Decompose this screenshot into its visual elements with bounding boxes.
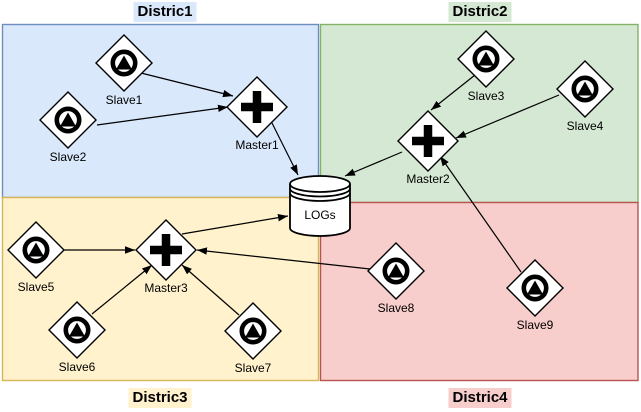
node-label: Slave4 bbox=[567, 119, 604, 133]
district4-label: Distric4 bbox=[448, 388, 512, 408]
node-label: Master2 bbox=[406, 172, 450, 186]
plus-icon bbox=[412, 125, 444, 157]
triangle-in-circle-icon bbox=[54, 106, 82, 134]
triangle-in-circle-icon bbox=[110, 49, 138, 77]
edge-master3-logs bbox=[181, 214, 289, 235]
node-label: Master3 bbox=[144, 281, 188, 295]
district3-label: Distric3 bbox=[128, 388, 192, 408]
edge-slave7-master3 bbox=[181, 264, 240, 316]
district1-label: Distric1 bbox=[133, 2, 197, 22]
district4-region bbox=[319, 201, 639, 382]
node-label: Slave1 bbox=[106, 93, 143, 107]
node-slave3[interactable]: Slave3 bbox=[457, 30, 515, 103]
node-master1[interactable]: Master1 bbox=[226, 76, 288, 152]
district2-label: Distric2 bbox=[448, 2, 512, 22]
node-slave8[interactable]: Slave8 bbox=[367, 242, 425, 315]
edge-slave1-master1 bbox=[140, 72, 234, 98]
edge-slave8-master3 bbox=[196, 247, 371, 270]
database-icon bbox=[289, 175, 351, 237]
plus-icon bbox=[241, 91, 273, 123]
edge-master1-logs bbox=[270, 120, 299, 176]
triangle-in-circle-icon bbox=[22, 236, 50, 264]
edge-slave9-master2 bbox=[439, 155, 522, 273]
edge-slave6-master3 bbox=[91, 264, 153, 315]
node-slave6[interactable]: Slave6 bbox=[48, 301, 106, 374]
node-label: Master1 bbox=[235, 138, 279, 152]
node-master2[interactable]: Master2 bbox=[397, 110, 459, 186]
node-slave7[interactable]: Slave7 bbox=[224, 302, 282, 375]
node-slave5[interactable]: Slave5 bbox=[7, 221, 65, 294]
node-label: Slave5 bbox=[18, 280, 55, 294]
edge-master2-logs bbox=[344, 151, 403, 177]
datastore-logs[interactable]: LOGs bbox=[289, 175, 351, 237]
triangle-in-circle-icon bbox=[63, 316, 91, 344]
node-label: Slave8 bbox=[378, 301, 415, 315]
datastore-label: LOGs bbox=[304, 208, 335, 222]
node-label: Slave6 bbox=[59, 360, 96, 374]
edge-slave4-master2 bbox=[455, 94, 560, 139]
triangle-in-circle-icon bbox=[571, 75, 599, 103]
node-slave2[interactable]: Slave2 bbox=[39, 91, 97, 164]
edge-slave2-master1 bbox=[96, 104, 229, 126]
node-label: Slave7 bbox=[235, 361, 272, 375]
node-label: Slave2 bbox=[50, 150, 87, 164]
node-label: Slave9 bbox=[517, 318, 554, 332]
triangle-in-circle-icon bbox=[239, 317, 267, 345]
triangle-in-circle-icon bbox=[382, 257, 410, 285]
triangle-in-circle-icon bbox=[472, 45, 500, 73]
node-slave4[interactable]: Slave4 bbox=[556, 60, 614, 133]
node-slave9[interactable]: Slave9 bbox=[506, 259, 564, 332]
triangle-in-circle-icon bbox=[521, 274, 549, 302]
node-label: Slave3 bbox=[468, 89, 505, 103]
node-slave1[interactable]: Slave1 bbox=[95, 34, 153, 107]
node-master3[interactable]: Master3 bbox=[135, 219, 197, 295]
plus-icon bbox=[150, 234, 182, 266]
edge-slave3-master2 bbox=[430, 74, 476, 111]
